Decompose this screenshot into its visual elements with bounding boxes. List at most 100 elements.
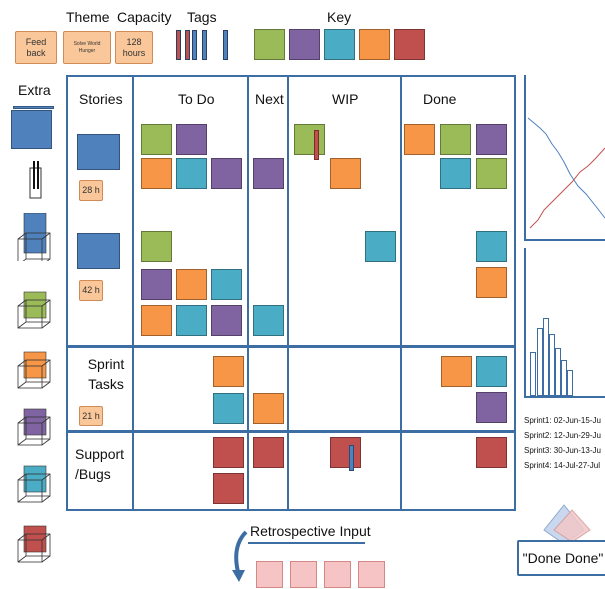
task-note[interactable] <box>213 356 244 387</box>
task-note[interactable] <box>141 305 172 336</box>
extra-cube[interactable] <box>16 288 56 336</box>
task-note[interactable] <box>213 437 244 468</box>
histogram-bar <box>530 352 536 396</box>
histogram-bar <box>549 334 555 396</box>
tag-marker[interactable] <box>185 30 190 60</box>
task-note[interactable] <box>476 158 507 189</box>
sprint-4: Sprint4: 14-Jul-27-Jul <box>524 461 601 470</box>
retrospective-label: Retrospective Input <box>250 523 371 539</box>
task-note[interactable] <box>440 124 471 155</box>
retro-card[interactable] <box>256 561 283 588</box>
task-note[interactable] <box>213 473 244 504</box>
task-note[interactable] <box>253 305 284 336</box>
task-note[interactable] <box>294 124 325 155</box>
histogram-chart <box>524 248 605 398</box>
task-note[interactable] <box>211 269 242 300</box>
task-note[interactable] <box>330 158 361 189</box>
tag-marker[interactable] <box>176 30 181 60</box>
extra-cube[interactable] <box>16 462 56 510</box>
key-swatch <box>359 29 390 60</box>
key-label: Key <box>327 9 352 25</box>
key-swatch <box>254 29 285 60</box>
task-note[interactable] <box>176 305 207 336</box>
col-header-done: Done <box>423 91 457 107</box>
pen-holder-icon <box>29 161 42 199</box>
capacity-label: Capacity <box>117 9 172 25</box>
support-bugs-label: Support /Bugs <box>75 446 125 482</box>
feedback-card[interactable]: Feed back <box>15 31 57 64</box>
sprint-2: Sprint2: 12-Jun-29-Ju <box>524 431 601 440</box>
histogram-bar <box>543 318 549 396</box>
task-note[interactable] <box>141 269 172 300</box>
retro-card[interactable] <box>358 561 385 588</box>
tag-marker[interactable] <box>223 30 228 60</box>
extra-cube[interactable] <box>16 522 56 570</box>
task-note[interactable] <box>330 437 361 468</box>
task-note[interactable] <box>253 437 284 468</box>
extra-story-card-shadow <box>13 106 54 109</box>
col-header-next: Next <box>255 91 284 107</box>
col-header-stories: Stories <box>79 91 123 107</box>
col-header-wip: WIP <box>332 91 359 107</box>
extra-cube[interactable] <box>16 405 56 453</box>
sprint-1: Sprint1: 02-Jun-15-Ju <box>524 416 601 425</box>
key-swatch <box>289 29 320 60</box>
task-note[interactable] <box>141 231 172 262</box>
tag-marker[interactable] <box>202 30 207 60</box>
task-note[interactable] <box>253 158 284 189</box>
story-card-1[interactable] <box>77 134 120 170</box>
col-divider <box>400 75 402 511</box>
row-divider <box>66 430 516 433</box>
task-note[interactable] <box>176 124 207 155</box>
task-note[interactable] <box>476 267 507 298</box>
done-done-box: "Done Done" <box>517 540 605 576</box>
story-2-hours: 42 h <box>79 280 103 301</box>
kanban-board <box>66 75 516 511</box>
task-note[interactable] <box>404 124 435 155</box>
theme-label: Theme <box>66 9 110 25</box>
task-note[interactable] <box>440 158 471 189</box>
task-note[interactable] <box>476 124 507 155</box>
sprint-3: Sprint3: 30-Jun-13-Ju <box>524 446 601 455</box>
wip-marker-red[interactable] <box>314 130 319 160</box>
retro-card[interactable] <box>290 561 317 588</box>
task-note[interactable] <box>211 158 242 189</box>
done-done-label: "Done Done" <box>522 550 604 566</box>
task-note[interactable] <box>141 158 172 189</box>
task-note[interactable] <box>476 392 507 423</box>
theme-card[interactable]: Solve World Hunger <box>63 31 111 64</box>
task-note[interactable] <box>213 393 244 424</box>
task-note[interactable] <box>141 124 172 155</box>
burndown-lines <box>527 117 605 229</box>
tags-label: Tags <box>187 9 217 25</box>
tag-marker[interactable] <box>192 30 197 60</box>
histogram-bar <box>555 348 561 396</box>
wip-marker-blue[interactable] <box>349 445 354 471</box>
col-header-todo: To Do <box>178 91 215 107</box>
task-note[interactable] <box>441 356 472 387</box>
story-card-2[interactable] <box>77 233 120 269</box>
task-note[interactable] <box>365 231 396 262</box>
key-swatch <box>324 29 355 60</box>
retro-card[interactable] <box>324 561 351 588</box>
retrospective-underline <box>248 542 365 544</box>
task-note[interactable] <box>211 305 242 336</box>
col-divider <box>132 75 134 511</box>
histogram-bar <box>567 370 573 396</box>
sprint-tasks-hours: 21 h <box>79 406 103 426</box>
task-note[interactable] <box>176 269 207 300</box>
task-note[interactable] <box>176 158 207 189</box>
sprint-tasks-label: Sprint Tasks <box>87 356 125 392</box>
task-note[interactable] <box>476 437 507 468</box>
extra-cube[interactable] <box>16 213 56 261</box>
extra-cube[interactable] <box>16 348 56 396</box>
task-note[interactable] <box>476 231 507 262</box>
task-note[interactable] <box>253 393 284 424</box>
key-swatch <box>394 29 425 60</box>
capacity-card[interactable]: 128 hours <box>115 31 153 64</box>
extra-story-card[interactable] <box>11 110 52 149</box>
histogram-bar <box>561 360 567 396</box>
burndown-chart <box>524 75 605 241</box>
task-note[interactable] <box>476 356 507 387</box>
retro-curve-arrow-icon <box>232 530 248 582</box>
